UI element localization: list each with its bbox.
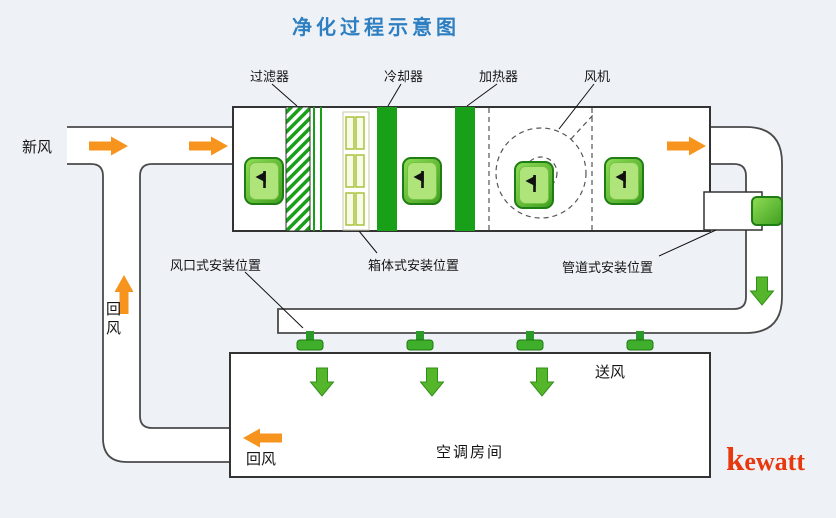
duct-install-label: 管道式安装位置: [562, 260, 654, 275]
leader-line: [271, 83, 298, 107]
filter-band: [285, 106, 322, 232]
leader-line: [244, 271, 304, 329]
purifier-unit-icon: [604, 157, 644, 205]
fresh-air-label: 新风: [22, 139, 53, 156]
room-label: 空调房间: [435, 444, 504, 461]
outlet-install-label: 风口式安装位置: [170, 258, 262, 273]
heater-label: 加热器: [479, 69, 519, 84]
leader-line: [558, 83, 595, 130]
leader-line: [387, 83, 402, 107]
leader-line: [466, 83, 498, 107]
purifier-unit-icon: [244, 157, 284, 205]
heater-band: [455, 107, 475, 231]
logo-rest: ewatt: [744, 447, 805, 476]
duct-mounted-unit: [703, 191, 783, 231]
box-install-label: 箱体式安装位置: [368, 258, 460, 273]
fan-label: 风机: [584, 69, 611, 84]
purifier-unit-icon: [514, 161, 554, 209]
return-air-riser-label: 回风: [106, 301, 122, 337]
cooler-label: 冷却器: [384, 69, 424, 84]
fan-icon: [488, 108, 595, 230]
supply-air-duct: [277, 126, 783, 334]
filter-label: 过滤器: [250, 69, 290, 84]
cooler-band: [377, 107, 397, 231]
purifier-unit-icon: [402, 157, 442, 205]
coil-slats: [342, 111, 370, 231]
leader-line: [358, 230, 378, 254]
return-air-duct: [67, 126, 234, 463]
leader-line: [658, 229, 717, 257]
return-air-bottom-label: 回风: [246, 451, 277, 468]
supply-air-label: 送风: [595, 364, 626, 381]
kewatt-logo: kewatt: [726, 441, 805, 481]
logo-letter-k: k: [726, 442, 745, 478]
room-box: [229, 352, 711, 478]
page-title: 净化过程示意图: [292, 17, 460, 39]
